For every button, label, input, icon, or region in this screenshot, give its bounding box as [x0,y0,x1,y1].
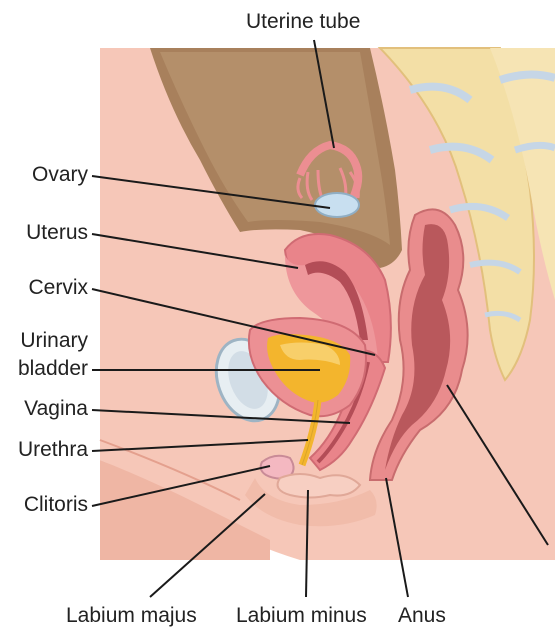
label-urinary-bladder-line2: bladder [8,357,88,381]
ovary-shape [315,193,359,217]
label-uterine-tube: Uterine tube [246,10,360,34]
labium-minus-shape [278,474,360,498]
label-labium-minus: Labium minus [236,604,367,628]
label-urethra: Urethra [4,438,88,462]
label-ovary: Ovary [20,163,88,187]
label-clitoris: Clitoris [4,493,88,517]
label-vagina: Vagina [8,397,88,421]
label-anus: Anus [398,604,446,628]
label-labium-majus: Labium majus [66,604,197,628]
label-cervix: Cervix [16,276,88,300]
label-uterus: Uterus [16,221,88,245]
label-urinary-bladder-line1: Urinary [8,329,88,353]
